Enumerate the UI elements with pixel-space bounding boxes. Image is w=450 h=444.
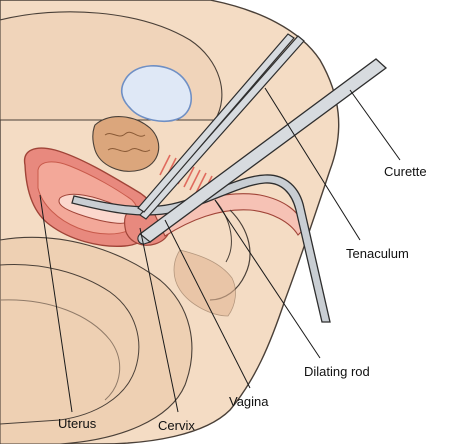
- label-tenaculum: Tenaculum: [346, 246, 409, 261]
- leader-vagina: [164, 219, 251, 389]
- label-cervix: Cervix: [158, 418, 195, 433]
- labels: Curette Tenaculum Dilating rod Vagina Ut…: [58, 164, 427, 433]
- leader-curette: [349, 89, 401, 161]
- leader-uterus: [39, 194, 73, 413]
- curette: [137, 58, 388, 245]
- tenaculum-arm-1: [139, 35, 305, 220]
- leader-dilating-rod: [214, 199, 321, 359]
- bladder-body: [120, 65, 193, 122]
- leader-cervix: [139, 227, 179, 413]
- label-curette: Curette: [384, 164, 427, 179]
- label-dilating-rod: Dilating rod: [304, 364, 370, 379]
- leader-lines: [39, 87, 401, 413]
- tenaculum: [137, 33, 305, 220]
- leader-tenaculum: [264, 87, 361, 241]
- curette-tip: [137, 233, 152, 245]
- sacrum-contour: [0, 264, 140, 425]
- label-vagina: Vagina: [229, 394, 269, 409]
- labial-shadow: [173, 249, 236, 317]
- label-uterus: Uterus: [58, 416, 97, 431]
- rectum: [92, 116, 160, 172]
- deep-tissue-band: [0, 299, 121, 401]
- posterior-tissue: [0, 236, 193, 444]
- rectum-body: [92, 116, 160, 172]
- bladder: [120, 65, 193, 122]
- rectum-folds: [104, 131, 151, 152]
- tenaculum-arm-2: [137, 33, 295, 213]
